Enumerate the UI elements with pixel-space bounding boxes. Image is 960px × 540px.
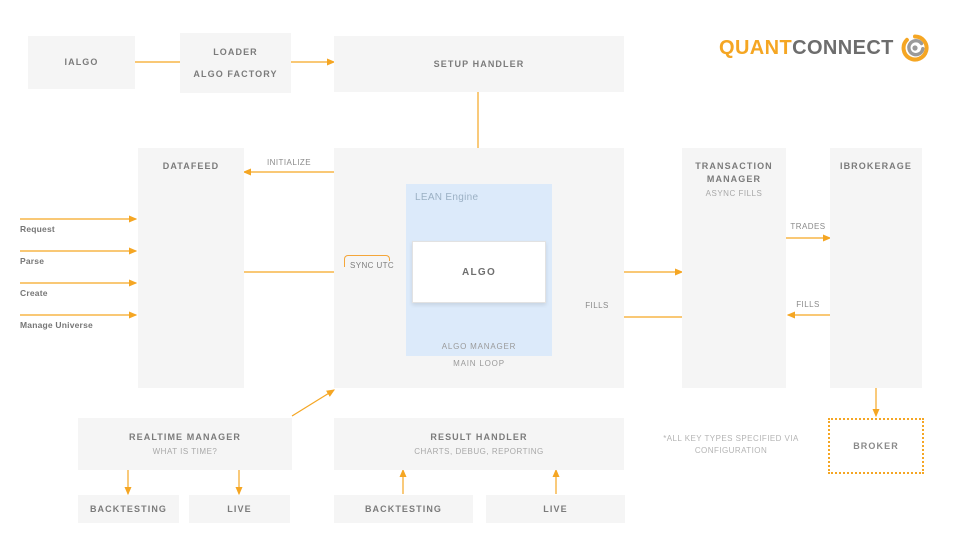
node-transaction-manager-subtitle: ASYNC FILLS xyxy=(705,189,763,198)
node-ialgo-title: IALGO xyxy=(64,57,99,67)
node-realtime-manager-subtitle: WHAT IS TIME? xyxy=(152,446,218,456)
quantconnect-swirl-icon xyxy=(901,34,929,62)
input-label-request: Request xyxy=(20,224,55,234)
edge-label-fills-right: FILLS xyxy=(796,300,820,309)
node-broker[interactable]: BROKER xyxy=(828,418,924,474)
node-datafeed[interactable]: DATAFEED xyxy=(138,148,244,388)
node-algo-title: ALGO xyxy=(461,266,497,278)
input-label-create: Create xyxy=(20,288,48,298)
input-label-manage-universe: Manage Universe xyxy=(20,320,93,330)
node-result-handler-title: RESULT HANDLER xyxy=(430,431,528,442)
node-ibrokerage-title: IBROKERAGE xyxy=(839,161,912,171)
node-algo[interactable]: ALGO xyxy=(412,241,546,303)
node-loader[interactable]: LOADER ALGO FACTORY xyxy=(180,33,291,93)
node-realtime-manager-title: REALTIME MANAGER xyxy=(129,431,241,442)
node-result-backtesting-title: BACKTESTING xyxy=(364,503,443,514)
node-realtime-live[interactable]: LIVE xyxy=(189,495,290,523)
logo-text-quant: QUANT xyxy=(719,36,793,59)
node-realtime-live-title: LIVE xyxy=(227,503,252,514)
input-label-parse: Parse xyxy=(20,256,45,266)
label-main-loop: MAIN LOOP xyxy=(453,359,505,368)
node-realtime-backtesting[interactable]: BACKTESTING xyxy=(78,495,179,523)
node-ialgo[interactable]: IALGO xyxy=(28,36,135,89)
node-realtime-manager[interactable]: REALTIME MANAGER WHAT IS TIME? xyxy=(78,418,292,470)
node-broker-title: BROKER xyxy=(853,441,899,451)
node-realtime-backtesting-title: BACKTESTING xyxy=(89,503,168,514)
edge-label-trades: TRADES xyxy=(790,222,826,231)
logo-text-connect: CONNECT xyxy=(792,36,894,59)
node-ibrokerage[interactable]: IBROKERAGE xyxy=(830,148,922,388)
node-result-backtesting[interactable]: BACKTESTING xyxy=(334,495,473,523)
node-result-live[interactable]: LIVE xyxy=(486,495,625,523)
node-transaction-manager-title: TRANSACTION MANAGER xyxy=(695,161,773,184)
node-datafeed-title: DATAFEED xyxy=(162,161,220,171)
node-setup-handler-title: SETUP HANDLER xyxy=(433,58,525,69)
node-algo-factory-title: ALGO FACTORY xyxy=(193,68,278,79)
node-setup-handler[interactable]: SETUP HANDLER xyxy=(334,36,624,92)
label-algo-manager: ALGO MANAGER xyxy=(441,342,517,351)
node-result-handler-subtitle: CHARTS, DEBUG, REPORTING xyxy=(414,446,544,456)
edge-label-sync-utc: SYNC UTC xyxy=(348,261,397,270)
configuration-footnote: *ALL KEY TYPES SPECIFIED VIA CONFIGURATI… xyxy=(663,434,799,455)
edge-label-fills-left: FILLS xyxy=(585,301,609,310)
edge-realtime-to-engine xyxy=(291,389,336,417)
node-transaction-manager[interactable]: TRANSACTION MANAGER ASYNC FILLS xyxy=(682,148,786,388)
lean-engine-label: LEAN Engine xyxy=(415,192,479,203)
node-loader-title: LOADER xyxy=(213,46,258,57)
node-result-handler[interactable]: RESULT HANDLER CHARTS, DEBUG, REPORTING xyxy=(334,418,624,470)
edge-label-initialize: INITIALIZE xyxy=(266,158,312,167)
node-result-live-title: LIVE xyxy=(543,503,568,514)
